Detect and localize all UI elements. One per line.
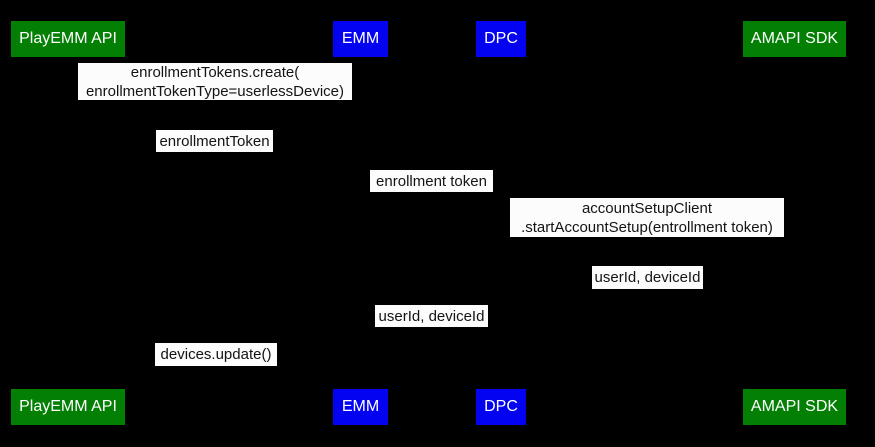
actor-box-dpc-bottom: DPC bbox=[476, 389, 526, 425]
lifeline-amapi-sdk bbox=[794, 57, 795, 389]
message-label-userid-deviceid-1: userId, deviceId bbox=[592, 266, 703, 289]
message-label-start-account-setup: accountSetupClient .startAccountSetup(en… bbox=[510, 198, 784, 237]
actor-box-playemm-api-top: PlayEMM API bbox=[11, 21, 125, 57]
lifeline-dpc bbox=[500, 57, 501, 389]
message-label-userid-deviceid-2: userId, deviceId bbox=[375, 305, 488, 327]
message-label-enrollment-token: enrollment token bbox=[370, 170, 493, 192]
actor-box-amapi-sdk-top: AMAPI SDK bbox=[743, 21, 846, 57]
lifeline-playemm-api bbox=[67, 57, 68, 389]
lifeline-emm bbox=[360, 57, 361, 389]
message-label-enrollmenttoken: enrollmentToken bbox=[156, 130, 273, 152]
actor-box-playemm-api-bottom: PlayEMM API bbox=[11, 389, 125, 425]
actor-box-emm-bottom: EMM bbox=[333, 389, 388, 425]
message-label-enrollment-tokens-create: enrollmentTokens.create( enrollmentToken… bbox=[78, 63, 352, 100]
actor-box-emm-top: EMM bbox=[333, 21, 388, 57]
message-label-devices-update: devices.update() bbox=[155, 343, 277, 366]
actor-box-amapi-sdk-bottom: AMAPI SDK bbox=[743, 389, 846, 425]
actor-box-dpc-top: DPC bbox=[476, 21, 526, 57]
